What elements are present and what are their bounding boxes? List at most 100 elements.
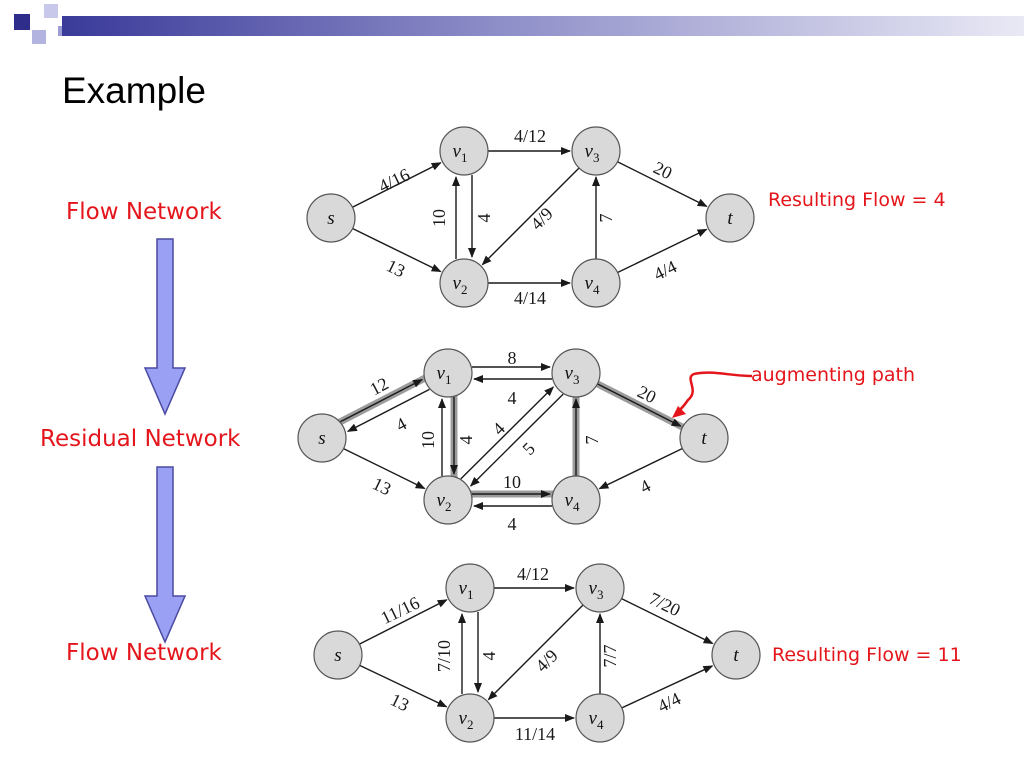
node-circle xyxy=(679,413,729,463)
down-arrow-1 xyxy=(143,238,187,416)
edge-top-s-v2 xyxy=(352,227,442,273)
node-label: t xyxy=(701,428,707,449)
node-label: t xyxy=(727,208,733,229)
node-label: v1 xyxy=(459,578,474,602)
node-t: t xyxy=(705,193,755,243)
header-square-light xyxy=(44,4,58,18)
node-label: v3 xyxy=(565,363,580,387)
resulting-flow-bottom: Resulting Flow = 11 xyxy=(772,644,962,666)
node-circle xyxy=(551,348,601,398)
node-circle xyxy=(575,693,625,743)
node-v4: v4 xyxy=(571,258,621,308)
node-circle xyxy=(423,348,473,398)
node-s: s xyxy=(306,193,356,243)
node-t: t xyxy=(711,630,761,680)
edge-top-s-v1 xyxy=(352,162,442,208)
node-label: s xyxy=(318,428,325,449)
node-label: s xyxy=(334,645,341,666)
header-square-dark xyxy=(14,14,30,30)
node-t: t xyxy=(679,413,729,463)
edge-label: 4 xyxy=(488,418,509,439)
edge-label: 4/9 xyxy=(526,203,556,233)
edge-bottom-v4-t xyxy=(621,665,714,709)
edge-middle-v3-t xyxy=(597,383,682,427)
edge-label: 13 xyxy=(383,255,408,281)
node-label: v1 xyxy=(437,363,452,387)
edge-label: 7 xyxy=(582,436,602,445)
node-circle xyxy=(551,475,601,525)
edge-label: 13 xyxy=(369,473,394,499)
node-circle xyxy=(575,563,625,613)
header-bar xyxy=(62,16,1024,36)
edge-label: 4 xyxy=(474,214,494,223)
edge-label: 4 xyxy=(508,388,517,408)
node-label: v2 xyxy=(453,273,468,297)
edge-label: 7/10 xyxy=(434,640,454,672)
node-circle xyxy=(711,630,761,680)
node-v4: v4 xyxy=(551,475,601,525)
edge-middle-s-v1 xyxy=(340,378,424,423)
edge-label: 4/9 xyxy=(531,645,561,675)
node-circle xyxy=(571,258,621,308)
edge-label: 7/20 xyxy=(646,588,684,620)
down-arrow-2 xyxy=(143,466,187,644)
node-v3: v3 xyxy=(551,348,601,398)
node-v1: v1 xyxy=(445,563,495,613)
node-circle xyxy=(571,126,621,176)
node-circle xyxy=(297,413,347,463)
node-v2: v2 xyxy=(445,693,495,743)
node-label: v3 xyxy=(585,141,600,165)
node-label: t xyxy=(733,645,739,666)
edge-label: 11/14 xyxy=(515,724,555,744)
slide-title: Example xyxy=(62,70,206,111)
edge-middle-s-v2 xyxy=(343,447,426,490)
header-square-light xyxy=(32,30,46,44)
node-label: v4 xyxy=(589,708,604,732)
node-label: s xyxy=(327,208,334,229)
node-label: v4 xyxy=(585,273,600,297)
node-v2: v2 xyxy=(439,258,489,308)
edge-label: 4/16 xyxy=(375,164,413,196)
edge-label: 4 xyxy=(508,514,517,534)
edge-label: 4 xyxy=(636,475,653,497)
label-residual-network: Residual Network xyxy=(40,426,241,452)
edge-middle-t-v4 xyxy=(598,447,683,490)
edge-label: 4 xyxy=(456,436,476,445)
edge-top-v4-t xyxy=(617,228,708,274)
edge-top-v3-v2 xyxy=(481,167,580,266)
node-v1: v1 xyxy=(423,348,473,398)
node-label: v2 xyxy=(459,708,474,732)
edge-label: 13 xyxy=(387,689,412,715)
node-v3: v3 xyxy=(575,563,625,613)
edge-middle-v1-s xyxy=(346,388,430,433)
node-label: v4 xyxy=(565,490,580,514)
node-s: s xyxy=(297,413,347,463)
edge-label: 4/12 xyxy=(517,564,549,584)
node-circle xyxy=(439,126,489,176)
node-circle xyxy=(445,563,495,613)
node-label: v3 xyxy=(589,578,604,602)
augmenting-path-pointer xyxy=(672,371,753,418)
resulting-flow-top: Resulting Flow = 4 xyxy=(768,189,946,211)
edge-label: 8 xyxy=(508,348,517,368)
edge-bottom-s-v1 xyxy=(359,599,448,645)
edge-bottom-v3-t xyxy=(621,597,714,645)
node-circle xyxy=(705,193,755,243)
node-circle xyxy=(423,475,473,525)
node-label: v2 xyxy=(437,490,452,514)
node-label: v1 xyxy=(453,141,468,165)
edge-top-v3-t xyxy=(617,161,708,207)
edge-label: 7/7 xyxy=(600,644,620,667)
edge-label: 4/14 xyxy=(514,288,546,308)
edge-label: 4/12 xyxy=(514,126,546,146)
node-circle xyxy=(306,193,356,243)
edge-bottom-v3-v2 xyxy=(487,604,584,701)
node-v2: v2 xyxy=(423,475,473,525)
edge-label: 10 xyxy=(418,431,438,449)
edge-middle-v2-v3 xyxy=(460,386,555,480)
edge-bottom-s-v2 xyxy=(359,664,448,708)
node-circle xyxy=(445,693,495,743)
augmenting-path-note: augmenting path xyxy=(751,364,916,386)
edge-label: 4 xyxy=(392,413,409,435)
